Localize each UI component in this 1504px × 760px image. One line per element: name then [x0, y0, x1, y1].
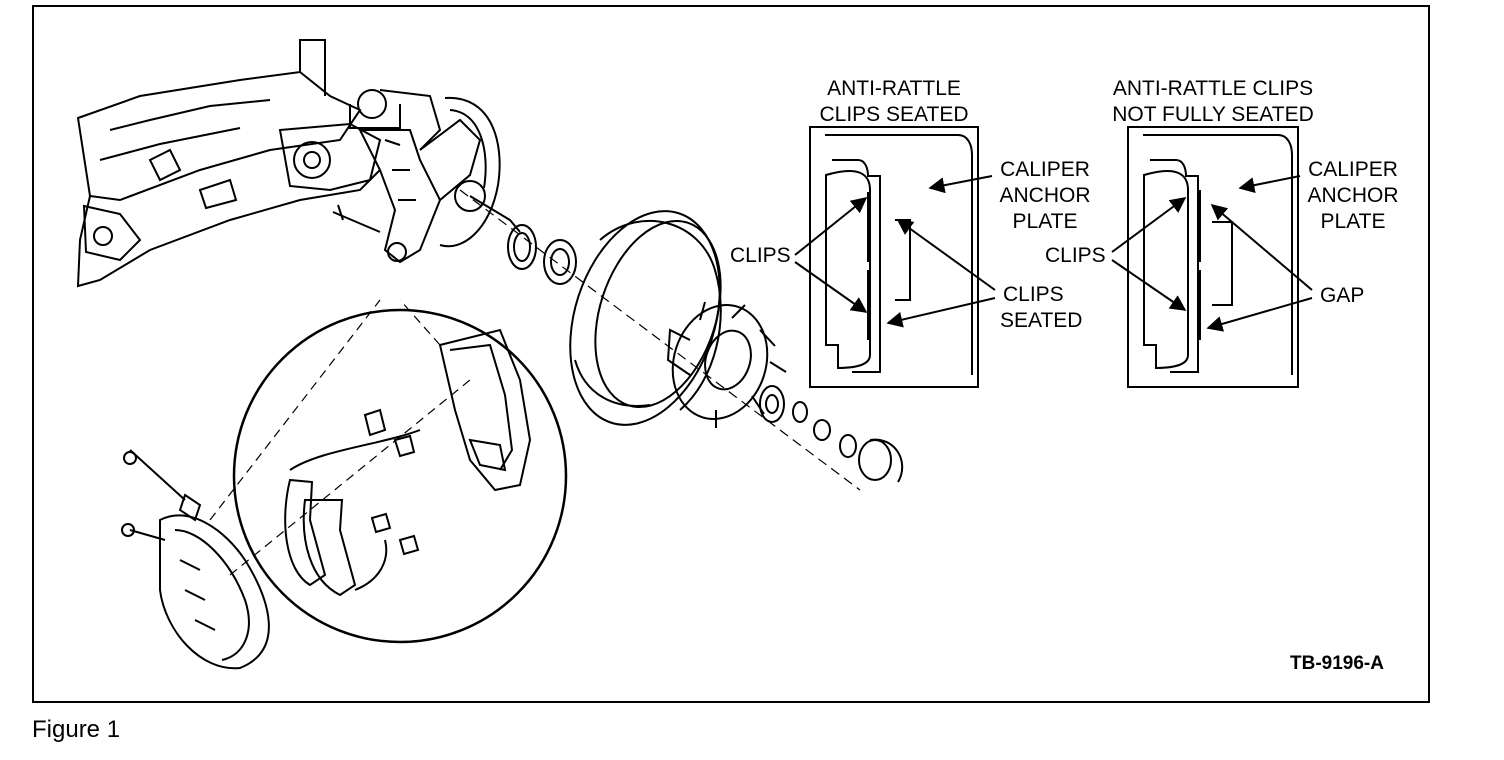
suspension-frame — [78, 40, 440, 286]
figure-frame — [32, 5, 1430, 703]
panel-not-seated-title-1: ANTI-RATTLE CLIPS — [1112, 77, 1314, 100]
panel-not-seated — [1128, 127, 1298, 387]
detail-magnifier — [234, 310, 566, 642]
panel-seated-clips-label: CLIPS — [730, 244, 791, 267]
panel-seated-anchor-2: ANCHOR — [999, 184, 1091, 207]
panel-not-seated-anchor-2: ANCHOR — [1307, 184, 1399, 207]
inner-bearing — [544, 240, 576, 284]
leader-line — [210, 300, 470, 575]
axis-line — [460, 190, 860, 490]
brake-rotor — [544, 192, 745, 444]
panel-not-seated-title-2: NOT FULLY SEATED — [1112, 103, 1314, 126]
panel-not-seated-arrows — [1112, 176, 1312, 332]
grease-seal — [508, 225, 536, 269]
steering-knuckle — [333, 98, 520, 262]
panel-not-seated-gap-label: GAP — [1320, 284, 1365, 307]
wheel-hub — [658, 293, 786, 432]
panel-seated — [810, 127, 978, 387]
anchor-plate-detail — [440, 330, 530, 490]
panel-seated-anchor-3: PLATE — [1012, 210, 1078, 233]
panel-not-seated-anchor-1: CALIPER — [1308, 158, 1398, 181]
panel-seated-title-1: ANTI-RATTLE — [827, 77, 961, 100]
panel-seated-title-2: CLIPS SEATED — [819, 103, 969, 126]
brake-caliper — [122, 450, 269, 668]
figure-caption: Figure 1 — [32, 716, 121, 743]
panel-not-seated-clips-label: CLIPS — [1045, 244, 1106, 267]
outer-bearing — [760, 386, 784, 422]
brake-pads-detail — [285, 430, 420, 595]
panel-seated-anchor-1: CALIPER — [1000, 158, 1090, 181]
washer — [793, 402, 807, 422]
panel-seated-clips-seated-2: SEATED — [1000, 309, 1083, 332]
panel-not-seated-anchor-3: PLATE — [1320, 210, 1386, 233]
figure-code: TB-9196-A — [1290, 653, 1384, 674]
spindle-nut — [814, 420, 856, 457]
anti-rattle-clips-detail — [365, 410, 418, 554]
panel-seated-clips-seated-1: CLIPS — [1003, 283, 1064, 306]
panel-seated-arrows — [795, 176, 995, 328]
dust-cap — [859, 440, 902, 482]
